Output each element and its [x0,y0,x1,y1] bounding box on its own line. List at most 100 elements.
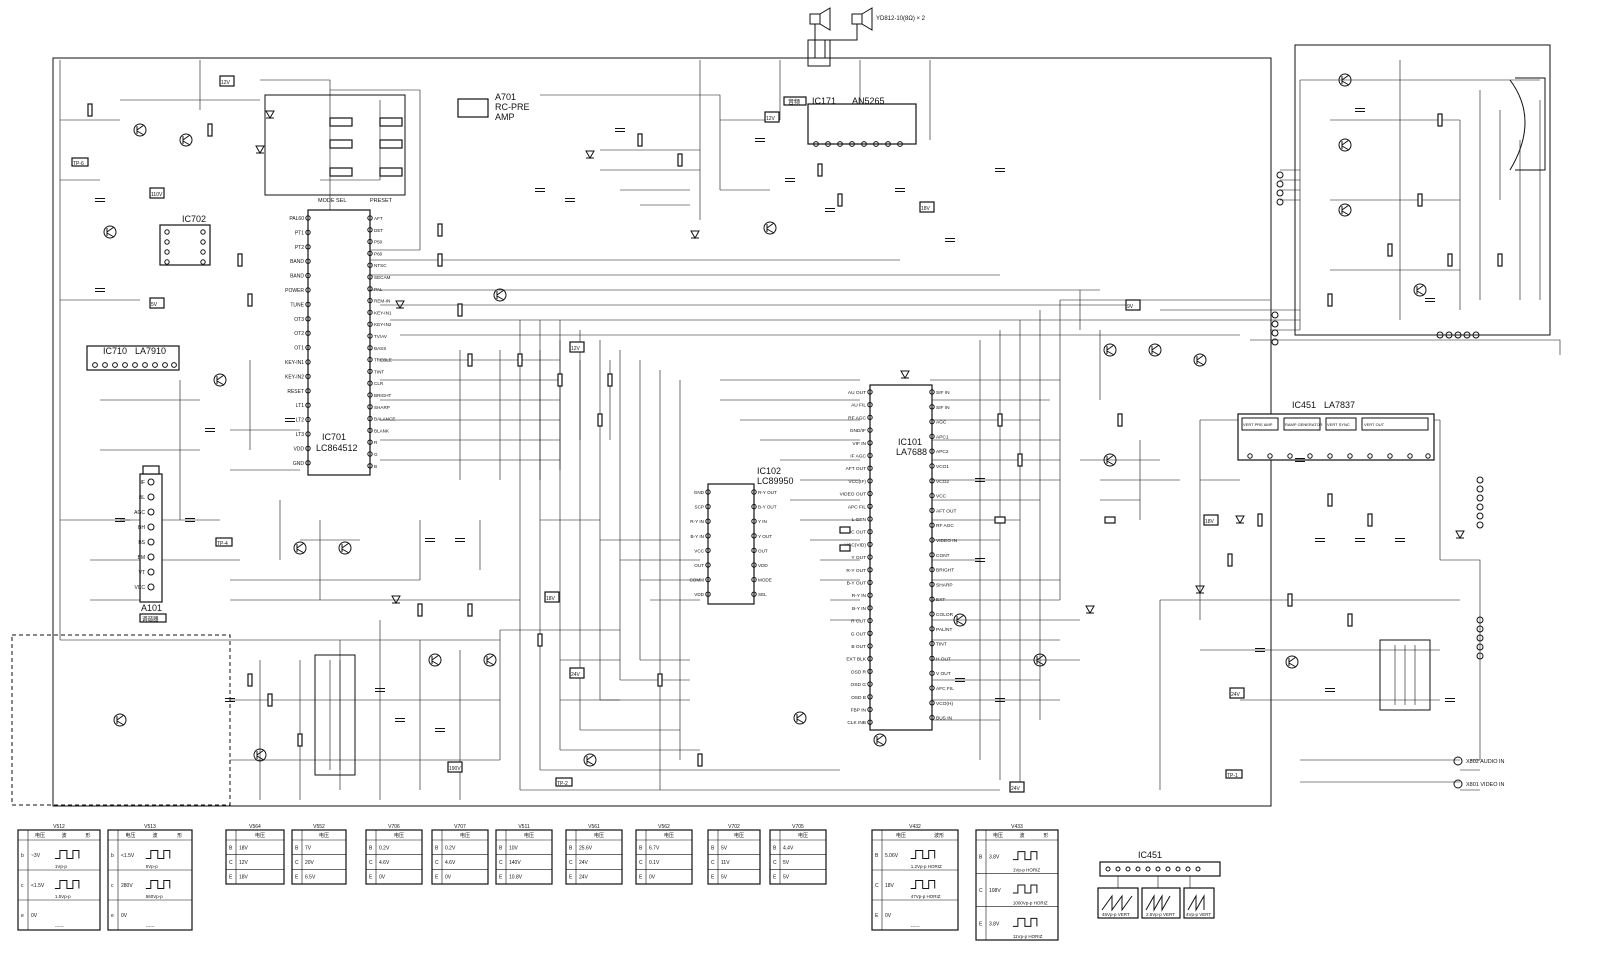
transistor-icon [953,613,967,627]
ic-pin [367,238,373,245]
ic451-internal-blocks [1241,417,1429,431]
supply-tag: 9V [1127,304,1134,310]
supply-tag: 110V [151,192,163,198]
transistor-leads [116,714,125,726]
resistor-icon [657,673,663,687]
a101-ref: A101 [141,603,162,613]
pin-label: POWER [285,288,304,294]
resistor-icon [1287,593,1293,607]
resistor-icon [1257,513,1263,527]
pin-label: BUS IN [936,716,953,722]
ic451-part: LA7837 [1324,400,1355,410]
preset-label: PRESET [370,198,393,204]
waveform-row-voltage: 20V [305,860,315,866]
ic-pin [929,433,935,440]
pin-label: GND [293,461,305,467]
pin-label: NTSC [374,263,387,268]
waveform-row-pin: B [499,845,503,851]
waveform-row-pin: E [435,875,439,881]
pin-label: PT2 [295,245,304,251]
supply-tag: 18V [546,596,556,602]
resistor-icon [1117,413,1123,427]
waveform-row-voltage: 140V [509,860,521,866]
resistor-icon [557,373,563,387]
waveform-row-amplitude: 560Vp-p [146,894,164,899]
pin-label: OT3 [294,317,304,323]
connector-pin [1276,180,1284,188]
ic-pin [929,670,935,676]
pin-label: OSD R [851,669,867,675]
waveform-row-pin: C [979,888,983,894]
pin-label: CLR [374,381,384,386]
transistor-icon [763,221,777,235]
waveform-trace [1012,917,1038,927]
ic-pin [305,229,311,236]
pin-label: APC1 [936,434,949,440]
waveform-row-voltage: 0V [445,875,452,881]
resistor-icon [247,673,253,687]
pin-label: CLK INB [847,720,866,726]
waveform-row-voltage: 0V [121,913,128,919]
ic-pin [867,465,873,471]
transistor-leads [256,749,265,761]
waveform-row-pin: E [229,875,233,881]
pin-label: SHARP [936,582,953,588]
flyback-transformer-icon [1379,639,1431,711]
transistor-leads [216,374,225,386]
ic-pin [367,333,373,339]
ic-pin [867,694,873,700]
diode-icon [391,595,401,605]
tuner-terminal-label: IF [141,480,145,486]
ic171-part: AN5265 [852,96,885,106]
diode-icon [900,370,910,380]
connector-pin [1476,512,1484,520]
connector-pin [1436,331,1444,339]
transistor-leads [1416,284,1425,296]
transistor-icon [253,748,267,762]
waveform-table-title: V562 [658,824,670,830]
waveform-row-pin: b [21,853,24,859]
ic-pin [367,392,373,398]
resistor-icon [1327,293,1333,307]
ic-pin [305,344,311,351]
pin-label: COLOR [936,612,954,618]
pin-label: APC FIL [848,504,866,510]
ic-pin [305,388,311,394]
capacitor-icon [975,478,985,482]
pin-label: OSD G [851,682,867,688]
video-in-label: X801 VIDEO IN [1466,782,1505,788]
capacitor-icon [1355,538,1365,542]
ic-pin [867,452,873,459]
ic-pin [867,630,873,636]
ic-pin [305,460,311,466]
ic-pin [867,414,873,421]
ic451-pins [1247,453,1431,459]
ic-pin [751,518,757,524]
waveform-col-header: 电压 [594,832,604,839]
transistor-icon [793,711,807,725]
waveform-col-header: 电压 [255,832,265,839]
capacitor-icon [825,208,835,212]
ic-pin [867,605,873,611]
resistor-icon [1447,253,1453,267]
transistor-icon [483,653,497,667]
diode-icon [690,230,700,240]
waveform-trace [1012,884,1038,894]
ic102-chip [707,483,755,605]
capacitor-icon [995,168,1005,172]
waveform-row-pin: B [435,845,439,851]
waveform-row-pin: C [569,860,573,866]
pin-label: SIF IN [936,390,950,396]
ic-pin [867,681,873,687]
capacitor-icon [945,238,955,242]
waveform-table-title: V511 [518,824,530,830]
resistor-icon [267,693,273,707]
resistor-icon [207,123,213,137]
ic-pin [305,373,311,380]
transistor-icon [1103,343,1117,357]
diode-icon [1195,585,1205,595]
waveform-row-voltage: 25.6V [579,845,593,851]
ic451-wave-1: 45Vp-p VERT [1102,912,1130,917]
pin-label: AU OUT [848,390,866,396]
